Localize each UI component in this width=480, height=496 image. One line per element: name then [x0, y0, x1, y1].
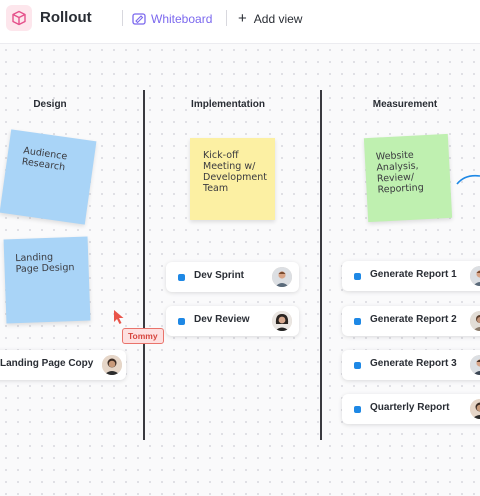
column-divider	[143, 90, 145, 440]
column-title-design: Design	[33, 99, 67, 110]
column-title-measurement: Measurement	[372, 99, 438, 110]
sticky-note[interactable]: Audience Research	[0, 129, 97, 225]
avatar	[470, 399, 480, 419]
task-card[interactable]: Generate Report 2	[342, 306, 480, 336]
task-card[interactable]: Generate Report 3	[342, 350, 480, 380]
task-card-label: Dev Review	[194, 314, 250, 325]
task-card[interactable]: Landing Page Copy	[0, 350, 126, 380]
avatar	[470, 311, 480, 331]
task-status-dot	[178, 318, 185, 325]
add-view-button[interactable]: + Add view	[238, 10, 302, 28]
task-card-label: Landing Page Copy	[0, 358, 94, 369]
tab-whiteboard[interactable]: Whiteboard	[132, 10, 212, 28]
column-divider	[320, 90, 322, 440]
task-status-dot	[354, 362, 361, 369]
cube-icon[interactable]	[6, 5, 32, 31]
task-status-dot	[354, 318, 361, 325]
task-card-label: Dev Sprint	[194, 270, 245, 281]
task-card[interactable]: Dev Sprint	[166, 262, 299, 292]
tab-whiteboard-label: Whiteboard	[151, 12, 213, 26]
sticky-note[interactable]: Kick-off Meeting w/ Development Team	[190, 138, 275, 220]
whiteboard-icon	[132, 13, 146, 25]
sticky-note-text: Audience Research	[21, 145, 68, 174]
task-card[interactable]: Quarterly Report	[342, 394, 480, 424]
connector-line[interactable]	[455, 168, 480, 188]
page-title: Rollout	[40, 9, 92, 26]
sticky-note-text: Website Analysis, Review/ Reporting	[375, 149, 425, 196]
column-title-implementation: Implementation	[191, 99, 265, 110]
avatar	[470, 355, 480, 375]
task-card-label: Generate Report 3	[370, 358, 457, 369]
top-header: Rollout Whiteboard + Add view	[0, 0, 480, 44]
task-card-label: Quarterly Report	[370, 402, 450, 413]
task-status-dot	[178, 274, 185, 281]
avatar	[102, 355, 122, 375]
sticky-note-text: Kick-off Meeting w/ Development Team	[203, 150, 267, 194]
collaborator-cursor-label: Tommy	[122, 328, 164, 344]
avatar	[272, 311, 292, 331]
plus-icon: +	[238, 10, 247, 27]
add-view-label: Add view	[253, 12, 303, 26]
avatar	[272, 267, 292, 287]
task-card-label: Generate Report 2	[370, 314, 457, 325]
sticky-note[interactable]: Website Analysis, Review/ Reporting	[363, 133, 453, 223]
cursor-arrow-icon	[114, 310, 124, 324]
sticky-note[interactable]: Landing Page Design	[3, 236, 91, 324]
divider	[122, 10, 123, 26]
divider	[226, 10, 227, 26]
task-card[interactable]: Generate Report 1	[342, 261, 480, 291]
avatar	[470, 266, 480, 286]
task-status-dot	[354, 406, 361, 413]
sticky-note-text: Landing Page Design	[15, 251, 75, 276]
task-card[interactable]: Dev Review	[166, 306, 299, 336]
task-card-label: Generate Report 1	[370, 269, 457, 280]
task-status-dot	[354, 273, 361, 280]
